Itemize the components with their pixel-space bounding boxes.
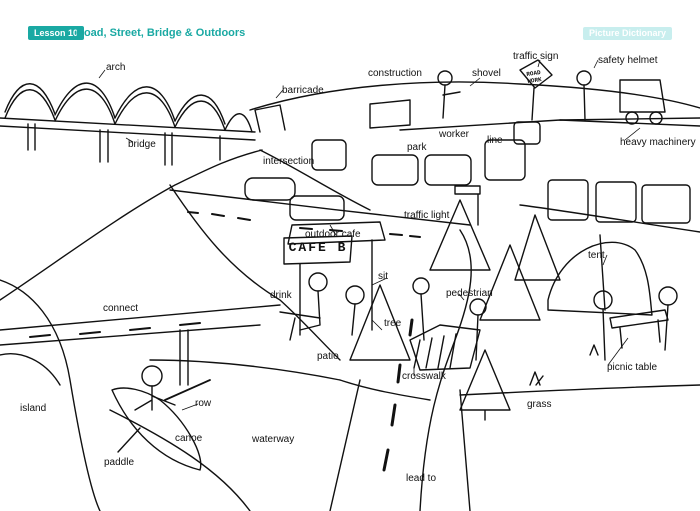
- label-shovel: shovel: [472, 68, 501, 79]
- label-line: line: [487, 135, 503, 146]
- label-safety-helmet: safety helmet: [598, 55, 658, 66]
- picture-dictionary-badge: Picture Dictionary: [582, 27, 672, 40]
- label-intersection: intersection: [263, 156, 315, 167]
- label-grass: grass: [527, 399, 552, 410]
- lesson-number-badge: Lesson 10: [28, 26, 85, 40]
- road-right-edge: [419, 229, 472, 511]
- label-heavy-machinery: heavy machinery: [620, 137, 696, 148]
- canoe: [111, 365, 211, 471]
- road-left-edge: [169, 184, 341, 361]
- label-row: row: [195, 398, 212, 409]
- label-canoe: canoe: [175, 433, 203, 444]
- label-picnic-table: picnic table: [607, 362, 658, 373]
- bridge: [0, 82, 256, 166]
- construction-zone: [254, 59, 666, 133]
- crosswalk: [409, 324, 481, 371]
- label-paddle: paddle: [104, 457, 135, 468]
- road-upper-left: [259, 149, 371, 211]
- road-right-branch: [519, 204, 700, 233]
- label-pedestrian: pedestrian: [446, 288, 493, 299]
- traffic-light: [454, 185, 481, 226]
- river-edge-2: [109, 409, 251, 511]
- label-bridge: bridge: [128, 139, 156, 150]
- outdoor-cafe: [283, 221, 386, 336]
- label-sit: sit: [378, 271, 388, 282]
- cars: [244, 121, 691, 224]
- label-lead-to: lead to: [406, 473, 437, 484]
- connector-road: [0, 304, 281, 346]
- left-slope: [0, 149, 263, 301]
- label-island: island: [20, 403, 47, 414]
- cafe-sign-text: CAFE B: [288, 240, 348, 255]
- label-waterway: waterway: [252, 434, 295, 445]
- lesson-title: Road, Street, Bridge & Outdoors: [76, 27, 246, 39]
- island: [0, 279, 101, 511]
- label-tree: tree: [384, 318, 402, 329]
- label-crosswalk: crosswalk: [402, 371, 446, 382]
- picnic-group: [593, 286, 678, 361]
- river-edge: [149, 359, 341, 381]
- label-barricade: barricade: [282, 85, 324, 96]
- label-worker: worker: [439, 129, 470, 140]
- trees: [349, 199, 561, 421]
- label-patio: patio: [317, 351, 339, 362]
- cafe-people: [279, 272, 365, 341]
- main-road-edge: [329, 379, 361, 511]
- label-arch: arch: [106, 62, 126, 73]
- tent: [547, 234, 653, 316]
- label-traffic-sign: traffic sign: [513, 51, 559, 62]
- label-drink: drink: [270, 290, 292, 301]
- far-hill: [249, 81, 700, 111]
- label-outdoor-cafe: outdoor cafe: [305, 229, 361, 240]
- pedestrians: [412, 277, 487, 361]
- road-mid: [169, 189, 471, 226]
- label-construction: construction: [368, 68, 422, 79]
- label-traffic-light: traffic light: [404, 210, 450, 221]
- label-tent: tent: [588, 250, 605, 261]
- label-park: park: [407, 142, 427, 153]
- label-connect: connect: [103, 303, 139, 314]
